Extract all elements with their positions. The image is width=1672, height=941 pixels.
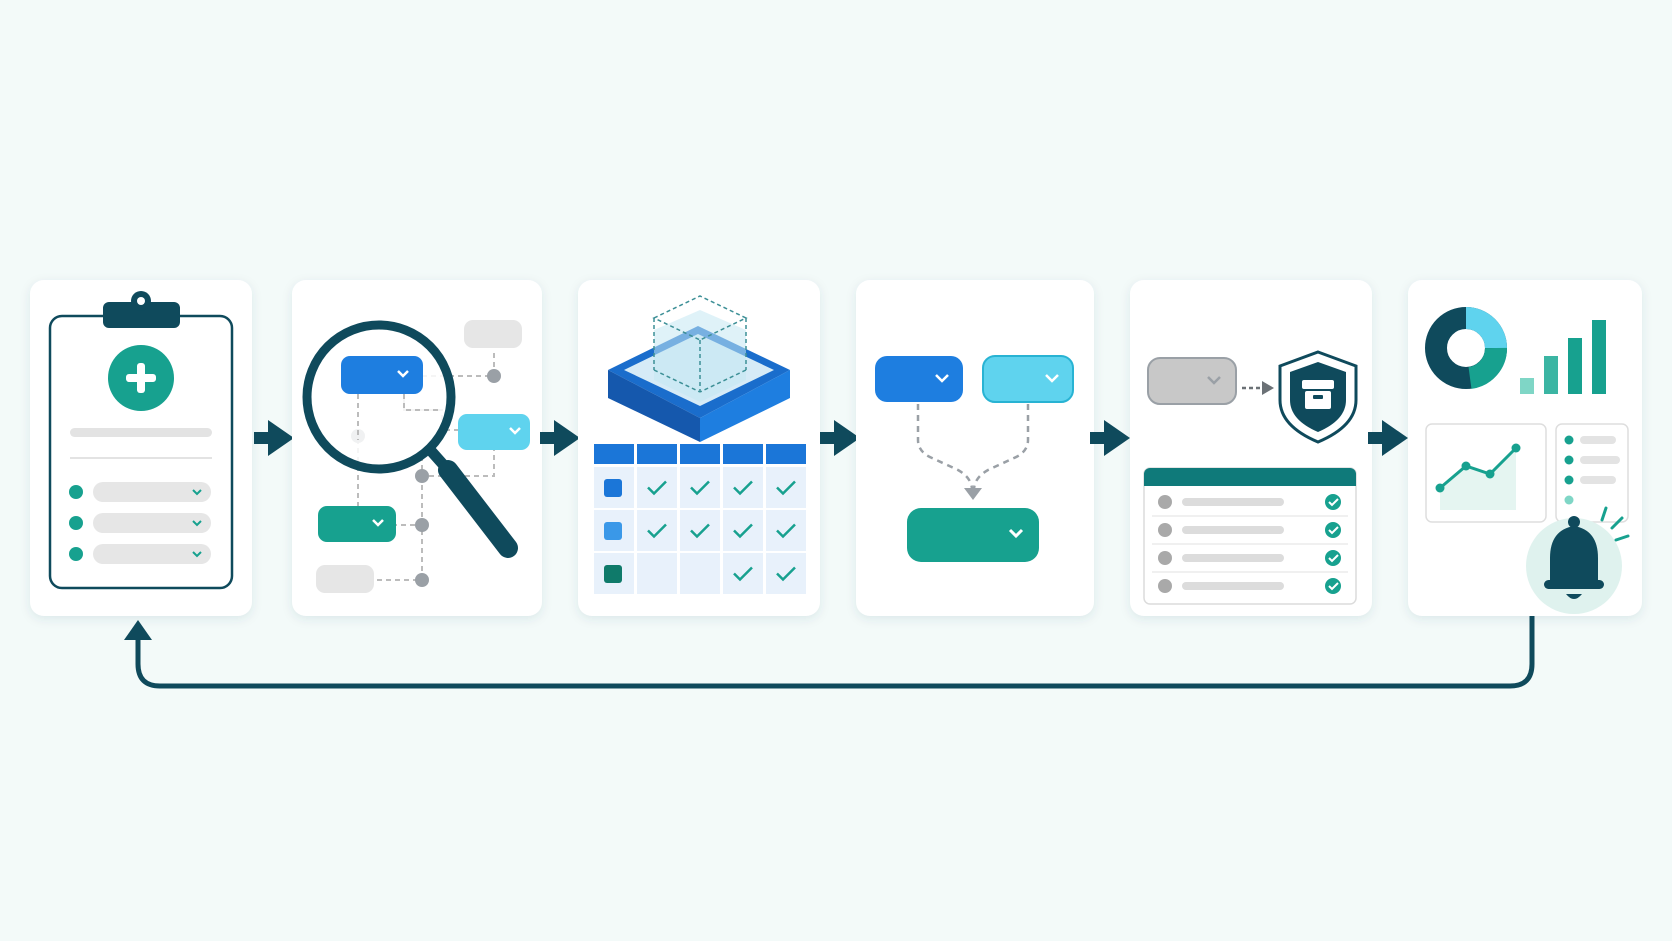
- check-circle-icon: [1325, 578, 1341, 594]
- table-cell: [680, 467, 720, 508]
- gray-chip-bottom: [316, 565, 374, 593]
- check-icon: [690, 523, 710, 539]
- check-icon: [776, 480, 796, 496]
- merge-arrowhead: [964, 488, 982, 500]
- step-card-merge: [856, 280, 1094, 616]
- flow-arrow-5: [1368, 420, 1408, 456]
- row-marker: [604, 479, 622, 497]
- check-icon: [733, 566, 753, 582]
- table-body: [594, 467, 806, 594]
- shield-archive-icon: [1278, 350, 1358, 444]
- table-cell: [680, 510, 720, 551]
- bell-icon: [1526, 506, 1630, 614]
- dashed-arrow: [1242, 381, 1274, 395]
- bar-chart-icon: [1520, 320, 1606, 394]
- table-cell: [766, 510, 806, 551]
- check-circle-icon: [1325, 494, 1341, 510]
- check-icon: [647, 480, 667, 496]
- table-header: [594, 444, 806, 464]
- check-icon: [776, 523, 796, 539]
- check-circle-icon: [1325, 522, 1341, 538]
- flow-arrow-1: [254, 420, 294, 456]
- cube-tray-icon: [608, 295, 790, 442]
- table-cell: [723, 553, 763, 594]
- check-table: [594, 444, 806, 594]
- table-cell: [766, 553, 806, 594]
- step-card-monitor: [1408, 280, 1642, 616]
- flow-arrow-4: [1090, 420, 1130, 456]
- gray-dropdown: [1147, 357, 1237, 405]
- checklist-row: [1152, 494, 1348, 517]
- blue-dropdown: [341, 356, 423, 394]
- checklist-row: [1152, 550, 1348, 573]
- check-icon: [733, 480, 753, 496]
- check-icon: [776, 566, 796, 582]
- clipboard-plus-icon: [48, 291, 234, 590]
- checklist-panel: [1143, 467, 1357, 605]
- flow-arrow-2: [540, 420, 580, 456]
- table-cell: [637, 467, 677, 508]
- feedback-loop-arrow: [124, 616, 1535, 689]
- step-card-secure: [1130, 280, 1372, 616]
- teal-result-dropdown: [907, 508, 1039, 562]
- table-cell: [723, 510, 763, 551]
- legend-list-panel: [1555, 423, 1629, 523]
- checklist-rows: [1152, 494, 1348, 594]
- step-card-search: [292, 280, 542, 616]
- clipboard-field-3: [69, 544, 211, 564]
- check-icon: [733, 523, 753, 539]
- magnifier-icon: [302, 320, 518, 558]
- checklist-row: [1152, 522, 1348, 545]
- merge-connectors: [916, 404, 1030, 491]
- step-card-intake: [30, 280, 252, 616]
- table-cell: [637, 553, 677, 594]
- row-marker: [604, 522, 622, 540]
- light-blue-dropdown-right: [982, 355, 1074, 403]
- flow-arrow-3: [820, 420, 860, 456]
- table-cell: [680, 553, 720, 594]
- gray-chip-top: [464, 320, 522, 348]
- check-icon: [647, 523, 667, 539]
- checklist-row: [1158, 578, 1341, 594]
- row-marker: [604, 565, 622, 583]
- blue-dropdown-left: [875, 356, 963, 402]
- clipboard-field-2: [69, 513, 211, 533]
- table-cell: [723, 467, 763, 508]
- step-card-catalog: [578, 280, 820, 616]
- table-cell: [637, 510, 677, 551]
- check-circle-icon: [1325, 550, 1341, 566]
- clipboard-field-1: [69, 482, 211, 502]
- donut-chart-icon: [1425, 307, 1507, 389]
- light-blue-dropdown: [458, 414, 530, 450]
- table-cell: [766, 467, 806, 508]
- check-icon: [690, 480, 710, 496]
- line-chart-panel: [1425, 423, 1547, 523]
- teal-dropdown: [318, 506, 396, 542]
